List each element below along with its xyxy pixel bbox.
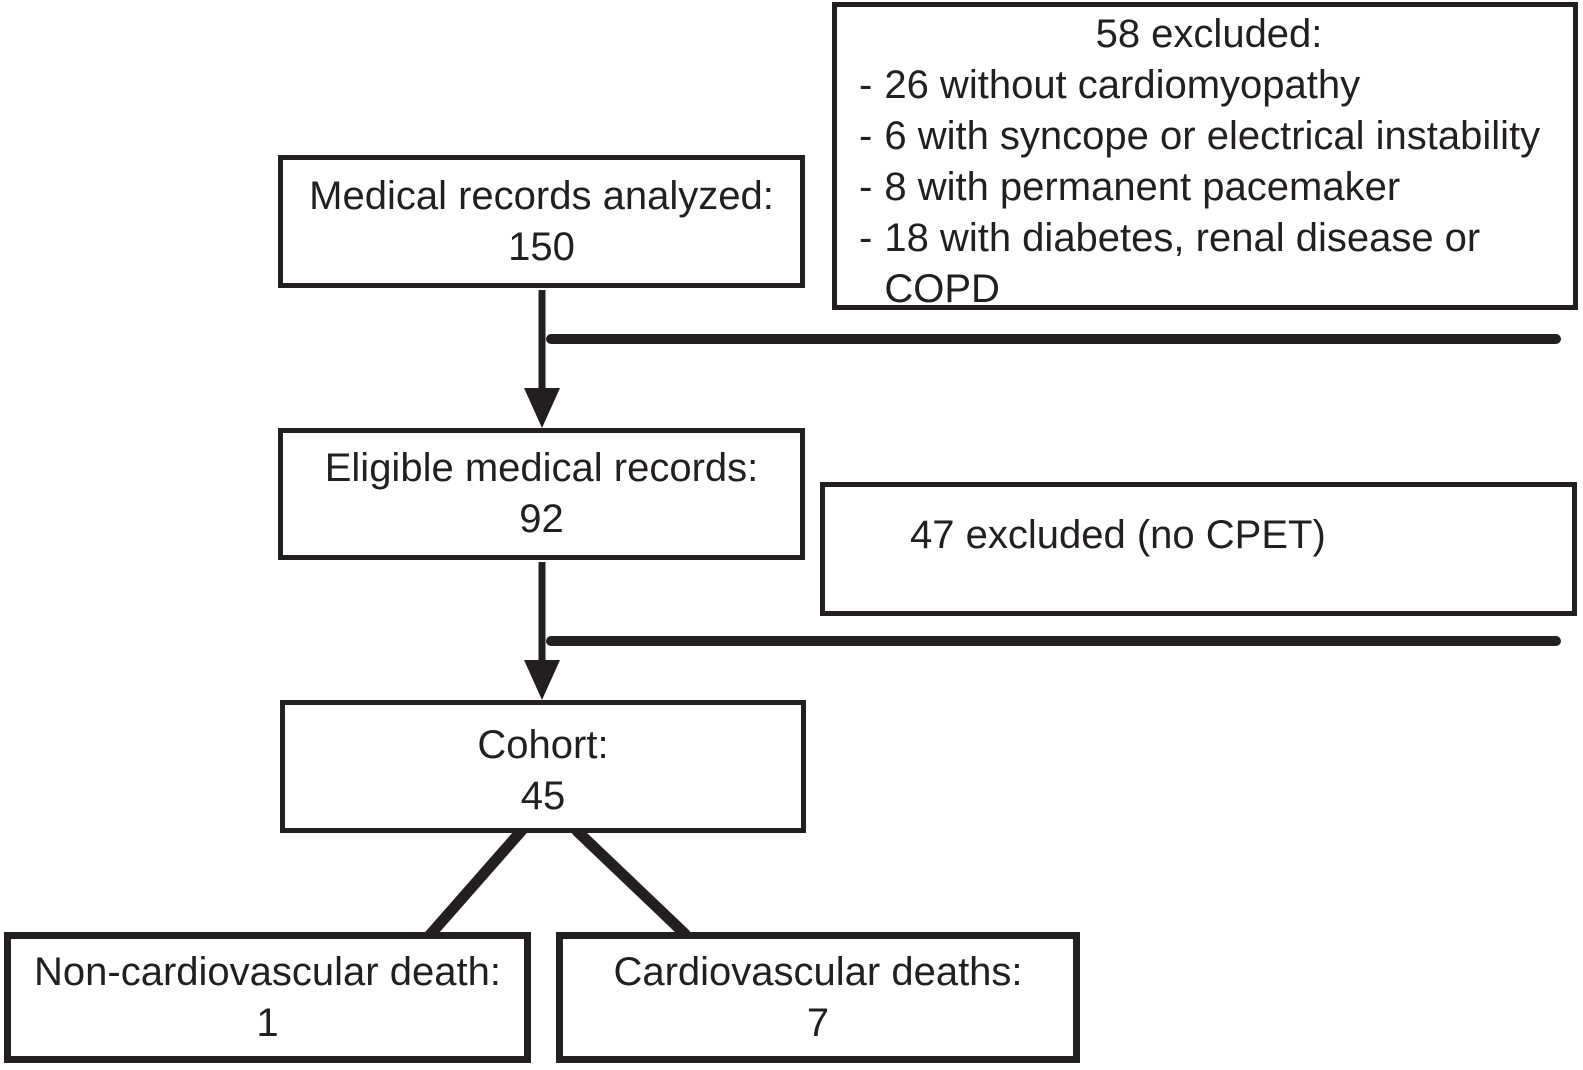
cohort-count: 45 bbox=[520, 773, 566, 818]
non-cardiovascular-death-label: Non-cardiovascular death: bbox=[34, 949, 501, 994]
bullet-dash: - bbox=[859, 114, 873, 158]
box-cardiovascular-deaths: Cardiovascular deaths: 7 bbox=[556, 932, 1080, 1063]
exclusion-item-text: 26 without cardiomyopathy bbox=[884, 63, 1361, 107]
eligible-records-label: Eligible medical records: bbox=[324, 446, 759, 490]
box-cohort: Cohort: 45 bbox=[280, 700, 806, 833]
medical-records-label: Medical records analyzed: bbox=[309, 173, 774, 218]
flow-arrowhead-1 bbox=[524, 388, 560, 428]
branch-line-left bbox=[423, 823, 529, 942]
bullet-dash: - bbox=[859, 165, 873, 209]
branch-line-right bbox=[571, 825, 691, 940]
flow-arrowhead-2 bbox=[524, 660, 560, 700]
exclusion-item: - 26 without cardiomyopathy bbox=[859, 60, 1559, 111]
medical-records-count: 150 bbox=[508, 224, 575, 269]
non-cardiovascular-death-count: 1 bbox=[256, 1000, 279, 1045]
excluded-47-label: 47 excluded (no CPET) bbox=[910, 512, 1326, 557]
exclusion-item-text: 6 with syncope or electrical instability bbox=[884, 114, 1541, 158]
eligible-records-count: 92 bbox=[519, 497, 564, 541]
excluded-58-title: 58 excluded: bbox=[1095, 12, 1323, 56]
exclusion-item-text: 8 with permanent pacemaker bbox=[884, 165, 1401, 209]
box-non-cardiovascular-death: Non-cardiovascular death: 1 bbox=[4, 932, 531, 1063]
cohort-label: Cohort: bbox=[477, 722, 609, 767]
box-excluded-58: 58 excluded: - 26 without cardiomyopathy… bbox=[832, 2, 1578, 311]
exclusion-item: - 18 with diabetes, renal disease or COP… bbox=[859, 213, 1559, 315]
box-eligible-records: Eligible medical records: 92 bbox=[278, 428, 805, 560]
box-excluded-47: 47 excluded (no CPET) bbox=[820, 482, 1577, 616]
exclusion-item-text: 18 with diabetes, renal disease or COPD bbox=[884, 216, 1481, 311]
bullet-dash: - bbox=[859, 216, 873, 260]
box-medical-records: Medical records analyzed: 150 bbox=[278, 155, 805, 288]
exclusion-item: - 6 with syncope or electrical instabili… bbox=[859, 111, 1559, 162]
cardiovascular-deaths-label: Cardiovascular deaths: bbox=[613, 949, 1023, 994]
bullet-dash: - bbox=[859, 63, 873, 107]
cardiovascular-deaths-count: 7 bbox=[806, 1000, 830, 1045]
exclusion-item: - 8 with permanent pacemaker bbox=[859, 162, 1559, 213]
